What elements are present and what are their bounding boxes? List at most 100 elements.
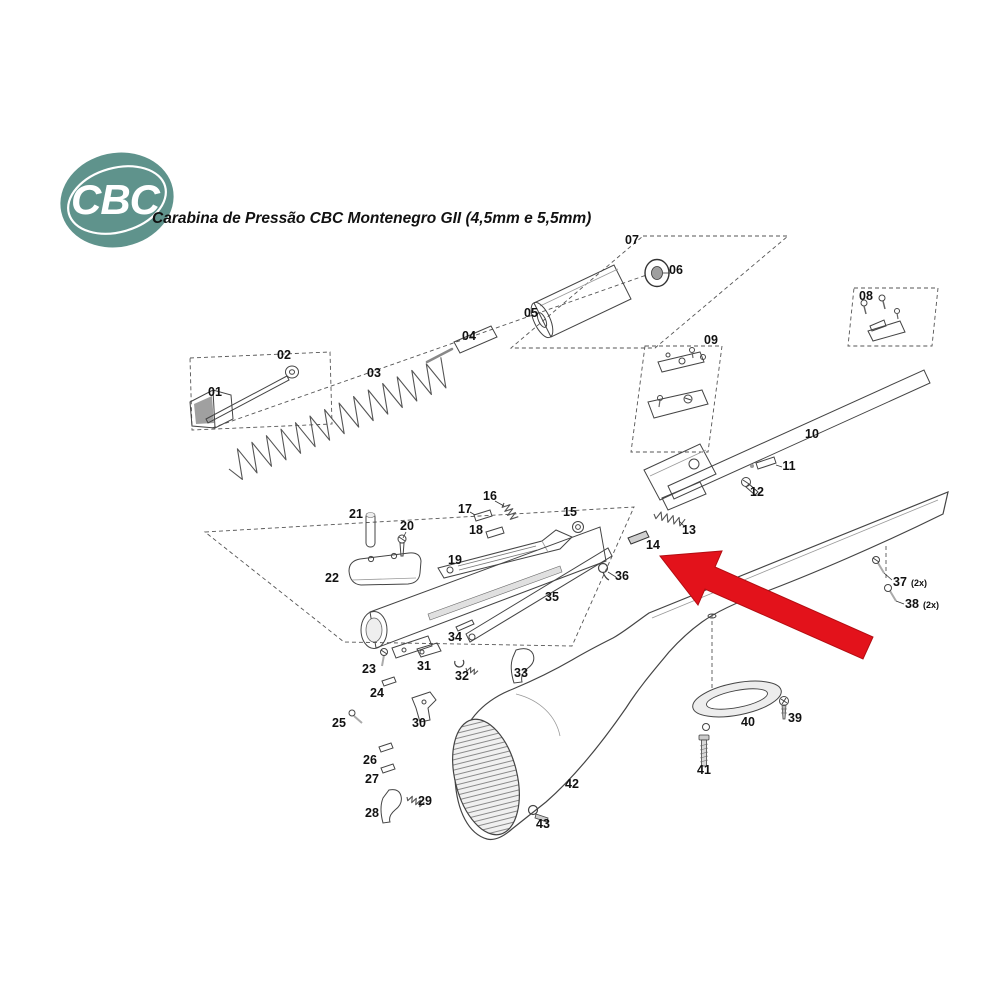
part-label-38: 38	[905, 597, 919, 611]
part-label-12: 12	[750, 485, 764, 499]
page-title: Carabina de Pressão CBC Montenegro GII (…	[152, 210, 591, 227]
part-label-10: 10	[805, 427, 819, 441]
part-label-41: 41	[697, 763, 711, 777]
part-label-17: 17	[458, 502, 472, 516]
part-label-16: 16	[483, 489, 497, 503]
part-23-screw-drawing	[380, 648, 388, 667]
part-label-38-suffix: (2x)	[923, 600, 939, 610]
group-box-main-assembly	[203, 506, 635, 647]
part-36-clip-drawing	[597, 562, 610, 581]
part-label-31: 31	[417, 659, 431, 673]
part-label-01: 01	[208, 385, 222, 399]
part-09-sight-group-drawing	[647, 347, 709, 419]
part-20-screw-drawing	[397, 534, 407, 557]
cbc-logo-text: CBC	[71, 176, 161, 223]
leader-lines	[402, 272, 905, 605]
part-40-trigger-guard-drawing	[692, 680, 782, 731]
part-label-32: 32	[455, 669, 469, 683]
part-43-swivel-drawing	[527, 804, 549, 823]
explosion-axis-line	[211, 271, 656, 429]
part-25-screw-drawing	[348, 709, 363, 724]
part-30-sear-drawing	[411, 691, 437, 723]
part-label-37-suffix: (2x)	[911, 578, 927, 588]
group-box-09	[630, 345, 723, 453]
part-label-42: 42	[565, 777, 579, 791]
part-label-15: 15	[563, 505, 577, 519]
part-26-pin-drawing	[378, 742, 394, 753]
group-box-08	[847, 287, 939, 347]
part-19-cocking-lever-drawing	[437, 529, 573, 579]
part-41-screw-drawing	[698, 734, 710, 767]
part-label-27: 27	[365, 772, 379, 786]
part-label-39: 39	[788, 711, 802, 725]
part-label-36: 36	[615, 569, 629, 583]
group-outline-boxes	[189, 235, 939, 647]
receiver-tube-drawing	[360, 526, 607, 659]
part-label-13: 13	[682, 523, 696, 537]
part-label-23: 23	[362, 662, 376, 676]
part-24-pin-drawing	[381, 676, 397, 687]
part-17-pin-drawing	[473, 509, 493, 522]
part-38-screw-drawing	[884, 584, 897, 602]
part-label-28: 28	[365, 806, 379, 820]
part-label-40: 40	[741, 715, 755, 729]
part-28-trigger-drawing	[380, 789, 402, 824]
part-label-25: 25	[332, 716, 346, 730]
part-34-pin-drawing	[455, 619, 475, 632]
part-33-trigger-blade-drawing	[510, 648, 535, 684]
part-label-18: 18	[469, 523, 483, 537]
part-label-07: 07	[625, 233, 639, 247]
part-label-30: 30	[412, 716, 426, 730]
part-21-pin-drawing	[365, 512, 376, 548]
part-18-pin-drawing	[485, 526, 505, 539]
part-label-05: 05	[524, 306, 538, 320]
part-04-drawing	[425, 325, 498, 364]
part-13-spring-drawing	[653, 481, 707, 527]
red-callout-arrow	[659, 550, 874, 660]
part-label-03: 03	[367, 366, 381, 380]
group-box-01-02	[189, 351, 333, 431]
part-32-circlip-spring-drawing	[454, 659, 479, 675]
part-11-pin-drawing	[750, 456, 777, 470]
group-box-07	[509, 235, 790, 349]
part-label-04: 04	[462, 329, 476, 343]
part-label-14: 14	[646, 538, 660, 552]
cbc-logo-oval	[60, 152, 174, 248]
part-label-21: 21	[349, 507, 363, 521]
part-label-35: 35	[545, 590, 559, 604]
part-15-washer-drawing	[572, 521, 584, 533]
part-label-06: 06	[669, 263, 683, 277]
cbc-logo-ring	[67, 165, 167, 235]
cbc-logo: CBC	[60, 152, 174, 248]
part-05-cylinder-drawing	[530, 264, 632, 339]
part-39-screw-drawing	[779, 696, 789, 720]
part-label-09: 09	[704, 333, 718, 347]
part-label-33: 33	[514, 666, 528, 680]
part-16-spring-drawing	[501, 502, 519, 520]
part-31-lever-drawing	[416, 642, 442, 658]
part-02-drawing	[205, 365, 299, 424]
part-10-barrel-drawing	[643, 369, 931, 501]
part-22-block-drawing	[348, 552, 422, 586]
part-03-mainspring-drawing	[228, 357, 447, 480]
part-label-24: 24	[370, 686, 384, 700]
part-35-cocking-link-drawing	[465, 547, 613, 643]
part-labels: 01 02 03 04 05 06 07 08 09 10 11 12 13 1…	[208, 233, 939, 831]
part-27-pin-drawing	[380, 763, 396, 774]
buttplate	[452, 718, 520, 836]
part-label-11: 11	[782, 459, 795, 473]
part-label-22: 22	[325, 571, 339, 585]
part-label-29: 29	[418, 794, 432, 808]
part-08-sight-group-drawing	[860, 294, 906, 342]
part-label-20: 20	[400, 519, 414, 533]
part-29-spring-drawing	[406, 795, 425, 808]
part-label-34: 34	[448, 630, 462, 644]
part-label-26: 26	[363, 753, 377, 767]
part-label-02: 02	[277, 348, 291, 362]
part-label-19: 19	[448, 553, 462, 567]
part-37-screw-drawing	[872, 556, 885, 574]
part-label-37: 37	[893, 575, 907, 589]
part-label-08: 08	[859, 289, 873, 303]
